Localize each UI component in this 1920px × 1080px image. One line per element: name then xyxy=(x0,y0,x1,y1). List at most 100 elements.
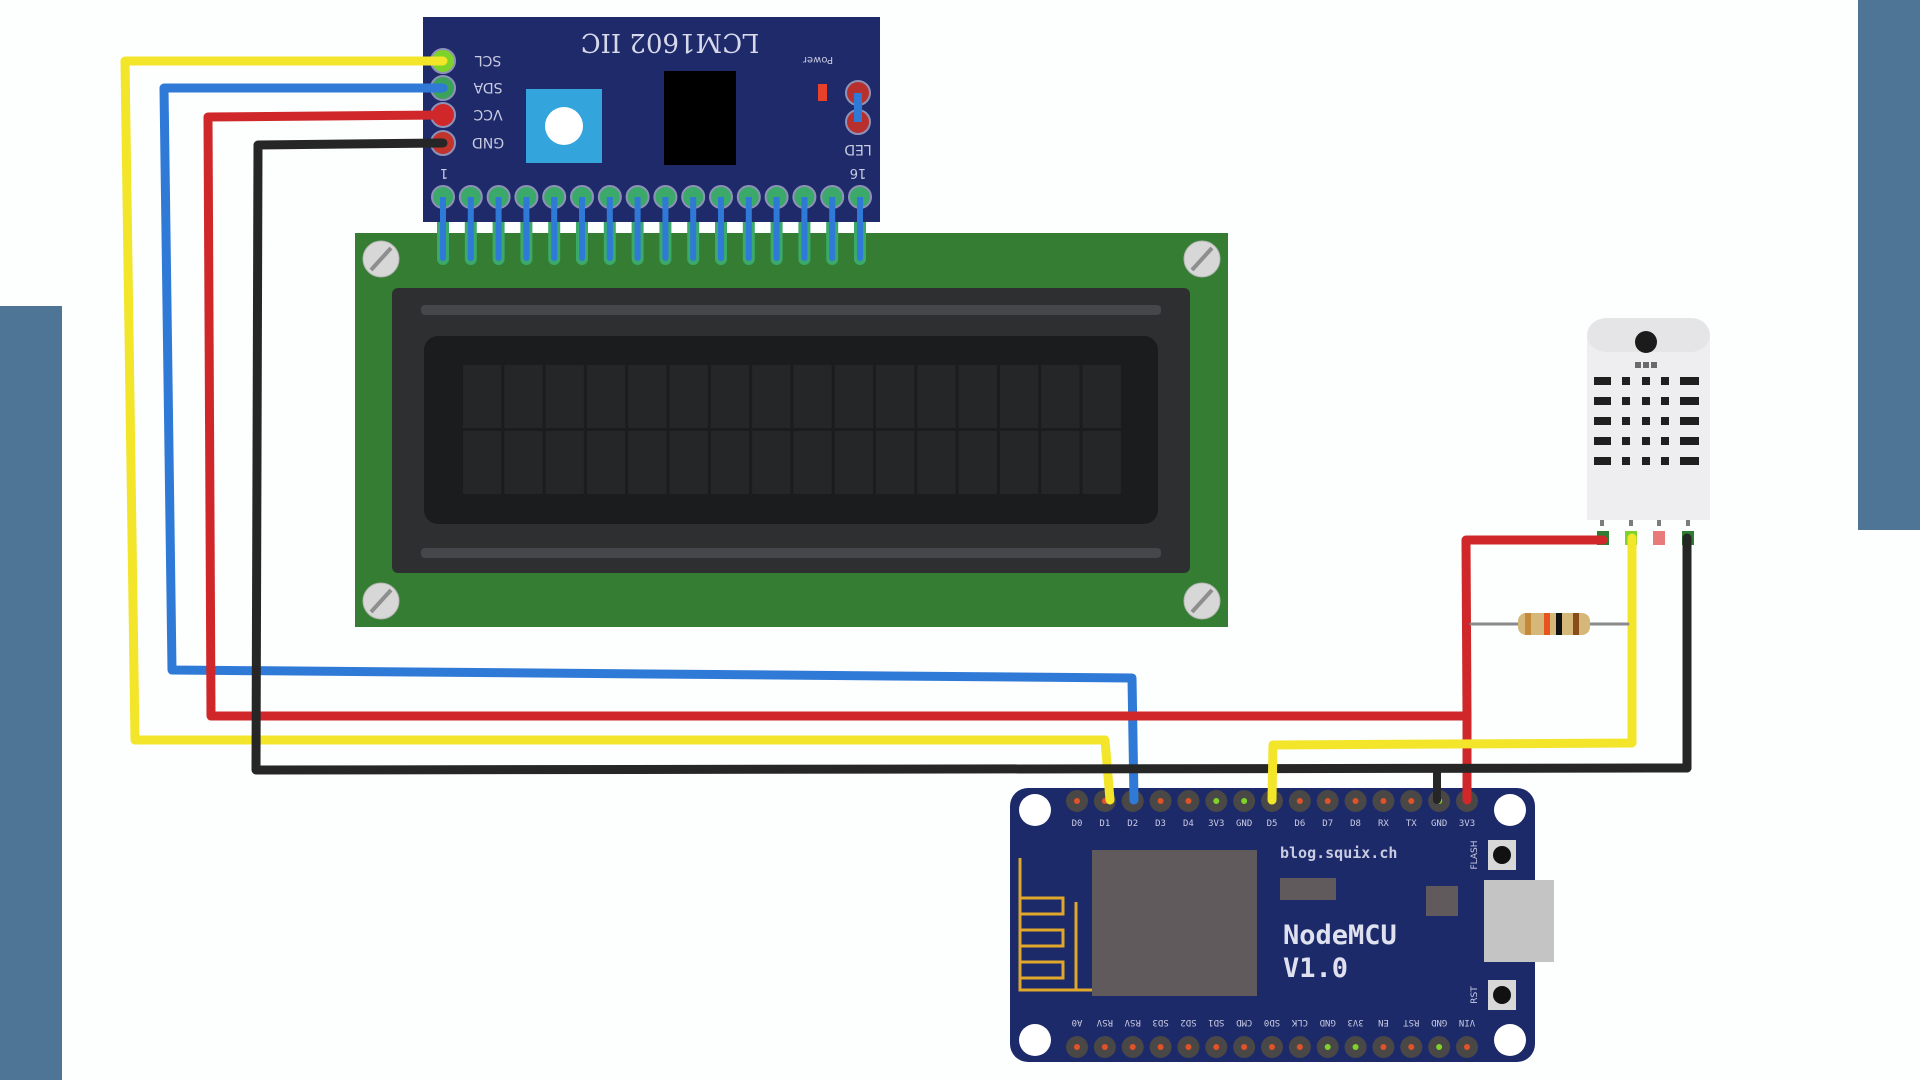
dht-vent xyxy=(1661,397,1669,405)
pin-dot xyxy=(1157,1044,1164,1050)
lcd-char-cell xyxy=(710,365,750,428)
dht-vent xyxy=(1651,362,1657,368)
board-version: V1.0 xyxy=(1283,953,1348,984)
pin-label: A0 xyxy=(1072,1017,1083,1027)
rst-label: RST xyxy=(1470,986,1480,1004)
pin-dot xyxy=(1213,1044,1220,1050)
pin-label: 3V3 xyxy=(1459,819,1475,829)
lcd-char-cell xyxy=(834,365,873,428)
pin-dot xyxy=(1213,798,1220,804)
wifi-antenna-icon xyxy=(1018,858,1096,992)
lcd-char-cell xyxy=(1041,365,1080,428)
right-side-panel xyxy=(1858,0,1920,530)
pin-dot xyxy=(1101,1044,1108,1050)
resistor-band xyxy=(1525,613,1531,635)
led-label: LED xyxy=(844,141,871,157)
lcd-char-cell xyxy=(958,431,997,494)
lcd-char-cell xyxy=(669,365,708,428)
i2c-chip xyxy=(664,71,736,165)
wire-gnd-black[interactable] xyxy=(251,138,1692,775)
dht-vent xyxy=(1661,437,1669,445)
pin-dot xyxy=(1408,1044,1415,1050)
header-trace xyxy=(690,197,697,222)
pin-label: D4 xyxy=(1183,819,1194,829)
lcd-screen xyxy=(424,336,1158,524)
header-trace xyxy=(606,197,613,222)
lcd-char-cell xyxy=(586,431,626,494)
pin-dot xyxy=(1324,798,1331,804)
pin-dot xyxy=(1352,1044,1359,1050)
pin-dot xyxy=(1269,1044,1275,1050)
dht-vent xyxy=(1680,417,1699,425)
pin-label: CLK xyxy=(1291,1017,1308,1027)
dht-vent xyxy=(1622,417,1630,425)
pin-label: GND xyxy=(1320,1017,1336,1027)
rst-button-icon xyxy=(1493,986,1511,1004)
header-trace xyxy=(634,197,641,222)
header-trace xyxy=(662,197,669,222)
resistor[interactable] xyxy=(1518,613,1590,635)
dht-pin-nc[interactable] xyxy=(1653,531,1665,545)
lcd-char-cell xyxy=(999,365,1039,428)
lcd-char-cell xyxy=(628,365,667,428)
pin-dot xyxy=(1324,1044,1331,1050)
mount-hole xyxy=(1494,1024,1526,1056)
potentiometer-knob-icon[interactable] xyxy=(545,107,583,145)
pin-label: GND xyxy=(1431,819,1447,829)
pin-dot xyxy=(1408,798,1415,804)
pin-label: SD0 xyxy=(1264,1017,1280,1027)
flash-label: FLASH xyxy=(1470,840,1480,869)
lcd-char-cell xyxy=(876,365,915,428)
dht22-sensor xyxy=(1587,318,1710,545)
pin-dot xyxy=(1129,1044,1136,1050)
pin-label: CMD xyxy=(1236,1017,1252,1027)
resistor-bands xyxy=(1525,613,1579,635)
wire-dht-data-yellow[interactable] xyxy=(1267,533,1637,805)
lcd-char-cell xyxy=(876,431,915,494)
wire-dht-vcc-red[interactable] xyxy=(1461,535,1608,721)
dht-vent xyxy=(1622,397,1630,405)
dht-vent xyxy=(1680,377,1699,385)
pin1-label: 1 xyxy=(440,165,448,180)
pin-dot xyxy=(1296,1044,1303,1050)
pin-dot xyxy=(1296,798,1303,804)
vcc-label: VCC xyxy=(473,106,502,122)
pin-label: D7 xyxy=(1322,819,1333,829)
header-trace xyxy=(523,197,530,222)
power-led-icon xyxy=(818,84,827,101)
screw-icon xyxy=(1183,582,1221,620)
lcd-bezel-bottom-slot xyxy=(421,548,1161,558)
screw-icon xyxy=(1183,240,1221,278)
dht-mount-hole xyxy=(1635,331,1657,353)
resistor-body xyxy=(1518,613,1590,635)
lcd-char-cell xyxy=(628,431,667,494)
header-trace xyxy=(718,197,724,222)
pin-label: 3V3 xyxy=(1347,1017,1363,1027)
pin-dot xyxy=(1464,1044,1470,1050)
screw-icon xyxy=(362,240,400,278)
pin-dot xyxy=(1241,798,1248,804)
lcd-char-cell xyxy=(1041,431,1080,494)
header-trace xyxy=(467,197,474,222)
pin-dot xyxy=(1074,798,1080,804)
board-name: NodeMCU xyxy=(1283,920,1397,951)
resistor-band xyxy=(1544,613,1550,635)
pin-label: SD3 xyxy=(1152,1017,1168,1027)
flash-button-icon xyxy=(1493,846,1511,864)
pin-dot xyxy=(1241,1044,1248,1050)
left-side-panel xyxy=(0,306,62,1080)
usb-port[interactable] xyxy=(1484,880,1554,962)
header-trace xyxy=(773,197,780,222)
wire-scl-yellow[interactable] xyxy=(120,56,1115,805)
lcd-char-cell xyxy=(917,365,956,428)
pin16-label: 16 xyxy=(850,165,867,180)
pin-label: D6 xyxy=(1294,819,1305,829)
esp8266-module xyxy=(1092,850,1257,996)
led-jumper[interactable] xyxy=(845,80,871,135)
dht-vent xyxy=(1680,397,1699,405)
dht-grille xyxy=(1594,362,1699,465)
pin-label: RSV xyxy=(1096,1017,1113,1027)
dht-vent xyxy=(1642,417,1650,425)
pin-label: RSV xyxy=(1124,1017,1141,1027)
